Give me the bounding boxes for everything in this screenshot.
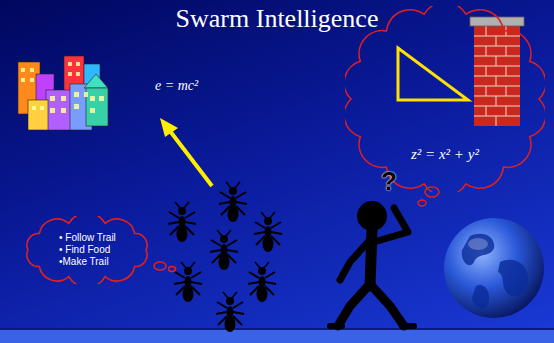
globe (444, 218, 544, 318)
bullet-item: • Find Food (59, 244, 116, 256)
thought-trail (154, 187, 439, 272)
thought-bubble: • Follow Trail• Find Food•Make Trail (22, 216, 152, 284)
bullet-item: • Follow Trail (59, 232, 116, 244)
city-buildings (18, 56, 108, 130)
equation-text: z² = x² + y² (411, 145, 479, 163)
thought-cloud: z² = x² + y² (345, 6, 545, 192)
yellow-arrow (160, 118, 212, 186)
bullet-item: •Make Trail (59, 256, 116, 268)
brick-wall (470, 17, 524, 126)
equation-label: e = mc² (155, 78, 198, 94)
question-mark: ? (381, 166, 397, 197)
right-triangle (398, 48, 468, 100)
slide-title: Swarm Intelligence (0, 4, 554, 34)
ant-swarm (168, 182, 282, 332)
thinking-figure (330, 201, 414, 326)
cloud-outline (345, 6, 545, 192)
